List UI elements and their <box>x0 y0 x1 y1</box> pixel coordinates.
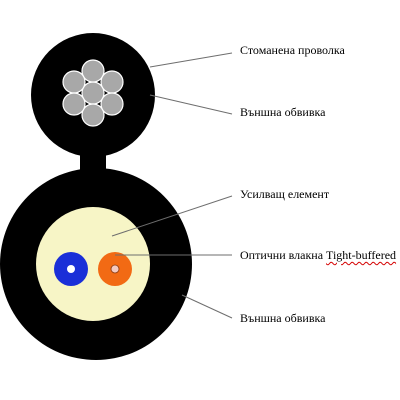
steel-strand <box>81 59 105 83</box>
steel-strand <box>100 92 124 116</box>
optical-fiber-blue <box>54 252 88 286</box>
leader-steel-wire <box>149 52 233 68</box>
label-outer-sheath-bottom: Външна обвивка <box>240 311 326 325</box>
label-optical-fibers-prefix: Оптични влакна <box>240 248 324 262</box>
steel-strand <box>100 70 124 94</box>
leader-strength-member <box>111 195 233 237</box>
steel-strand <box>62 92 86 116</box>
optical-fiber-orange <box>98 252 132 286</box>
leader-outer-sheath-bottom <box>181 294 233 319</box>
leader-lines <box>111 52 233 319</box>
steel-strand <box>62 70 86 94</box>
label-optical-fibers: Оптични влакна Tight-buffered <box>240 248 396 262</box>
leader-outer-sheath-top <box>149 94 233 115</box>
label-strength-member: Усилващ елемент <box>240 187 330 201</box>
strength-member <box>36 207 150 321</box>
label-optical-fibers-term: Tight-buffered <box>326 248 397 262</box>
label-outer-sheath-top: Външна обвивка <box>240 105 326 119</box>
steel-wire-bundle <box>62 59 124 127</box>
steel-strand <box>81 81 105 105</box>
label-steel-wire: Стоманена проволка <box>240 43 345 57</box>
steel-strand <box>81 103 105 127</box>
